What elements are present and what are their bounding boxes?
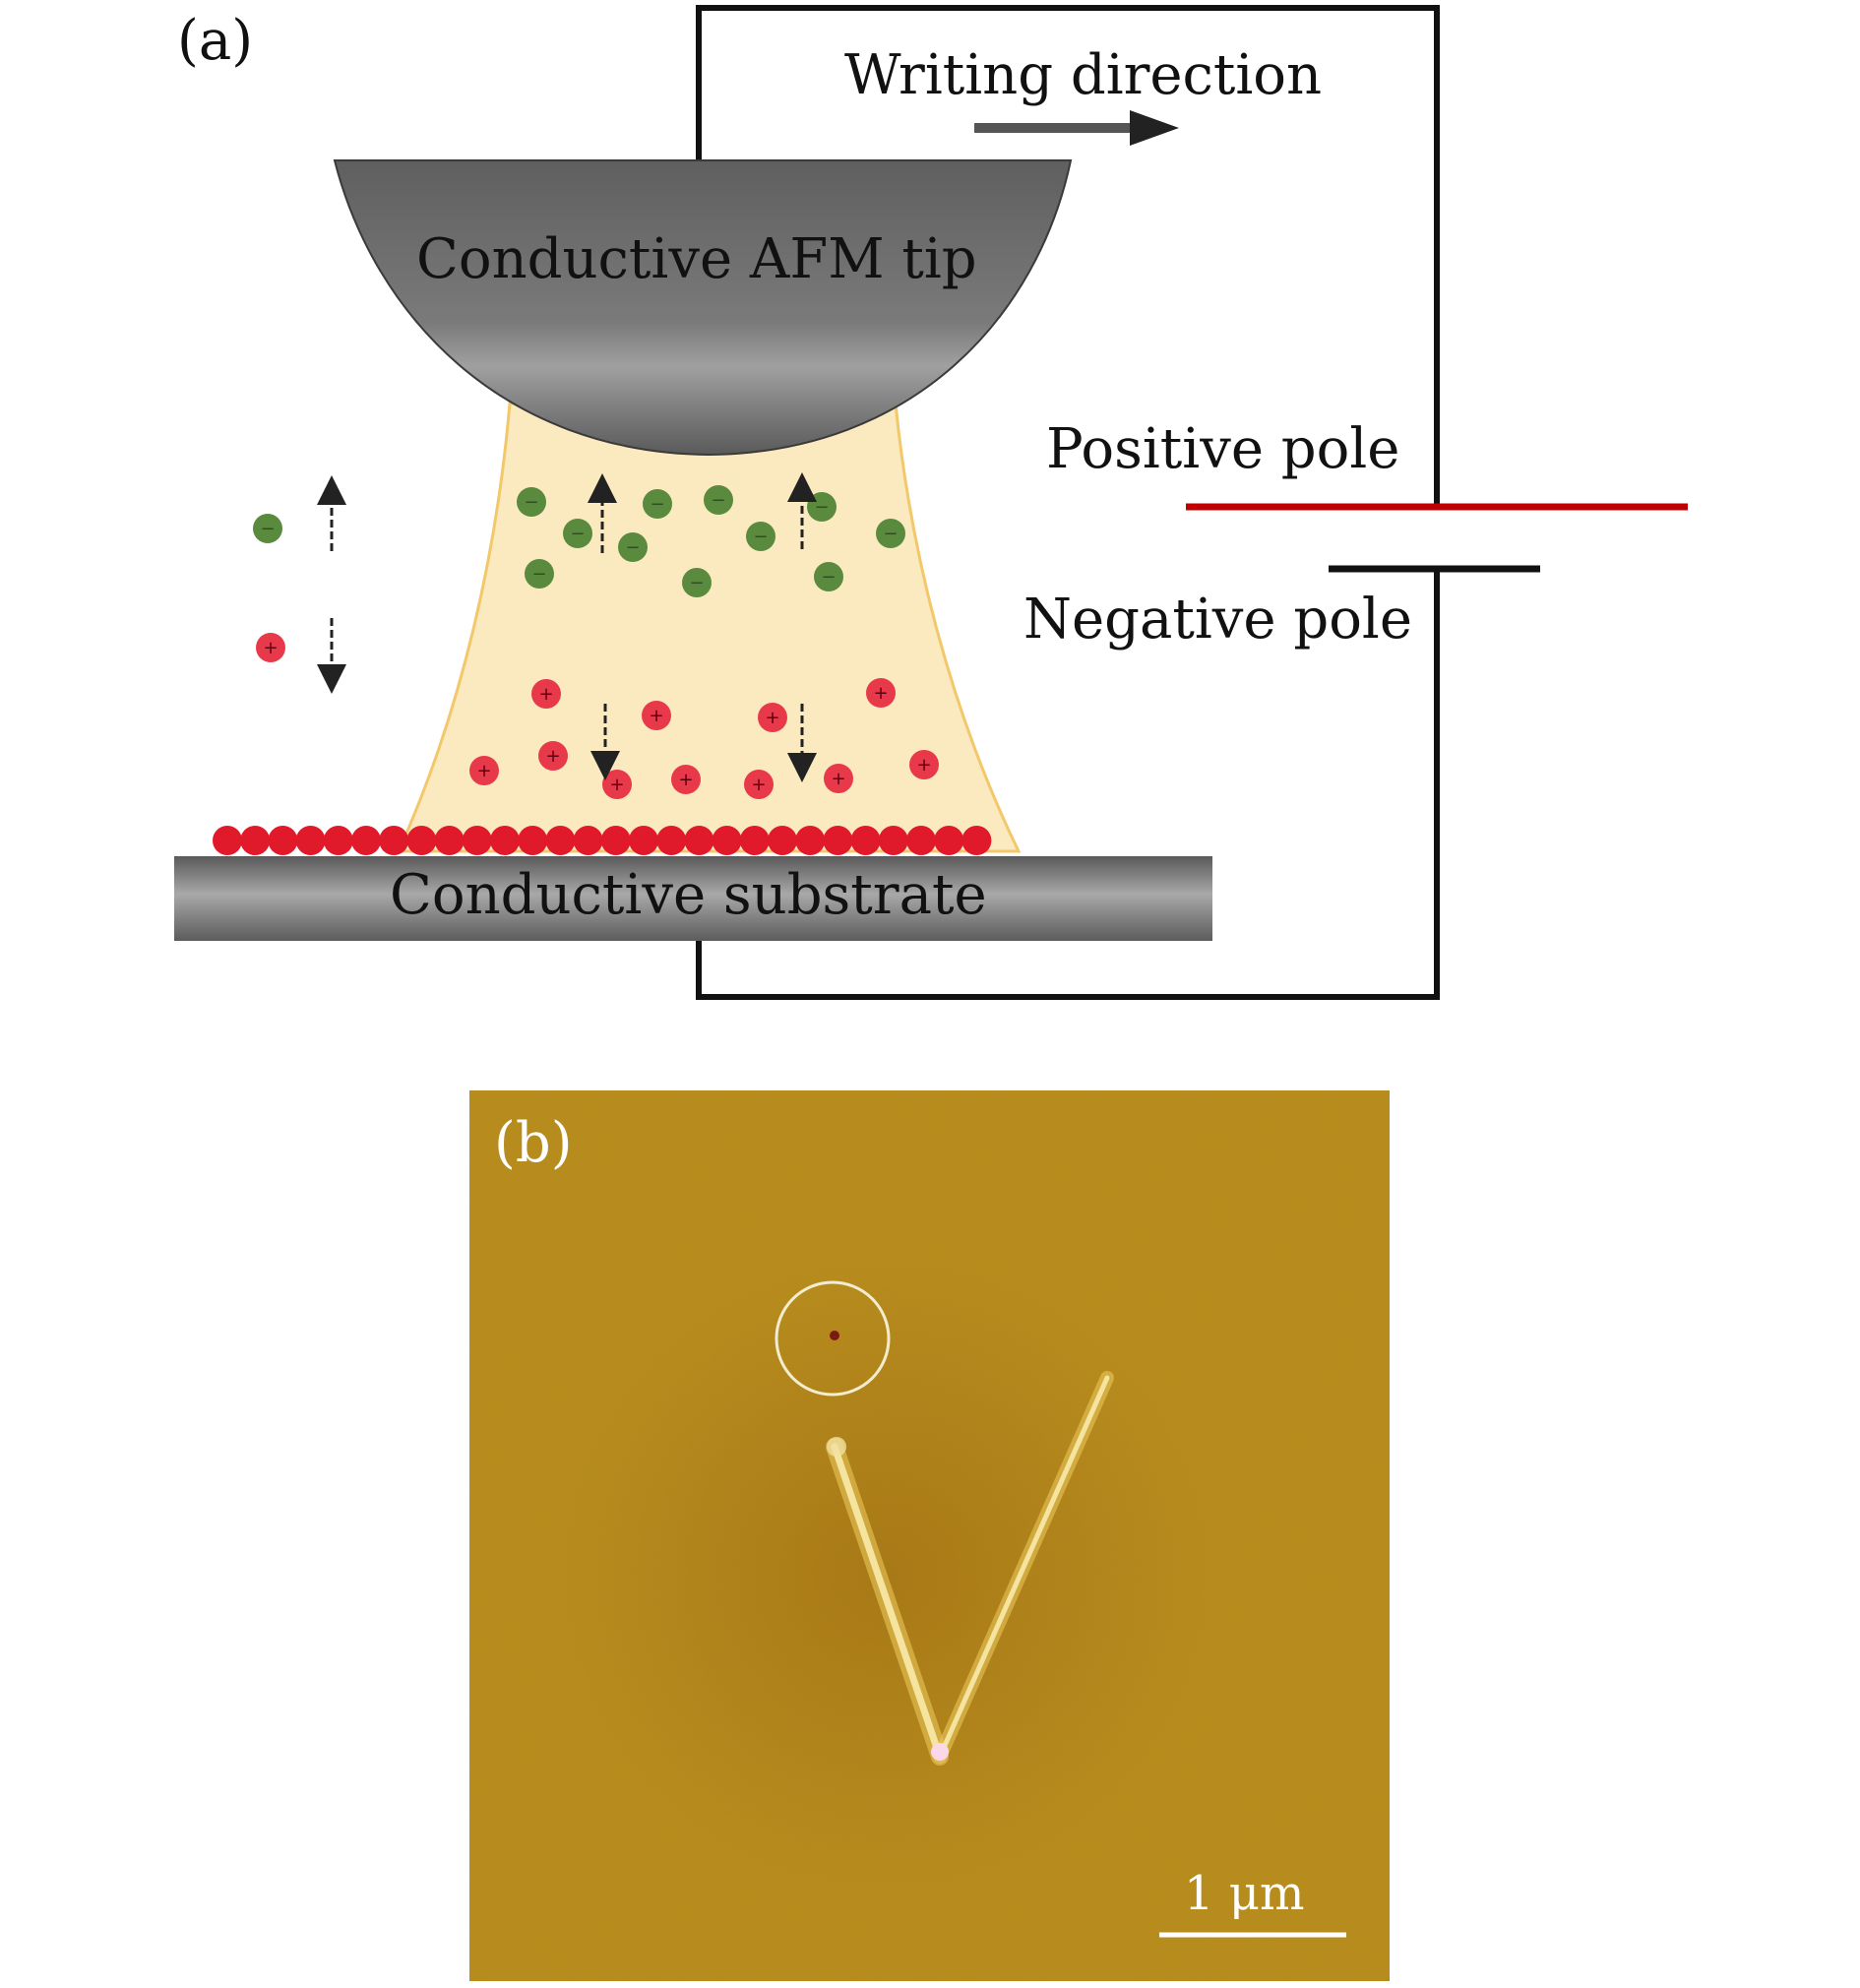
svg-text:+: + <box>678 770 693 790</box>
svg-text:−: − <box>260 519 275 539</box>
deposited-cation <box>712 826 742 855</box>
ion-drift-arrows <box>317 472 817 782</box>
deposited-cation <box>213 826 242 855</box>
deposited-cation <box>545 826 576 855</box>
deposited-cation <box>795 826 826 855</box>
svg-text:+: + <box>545 746 560 767</box>
svg-text:+: + <box>765 708 779 728</box>
deposited-cation <box>961 826 992 855</box>
svg-text:+: + <box>873 683 888 704</box>
cation-ion: + <box>469 756 499 785</box>
svg-text:−: − <box>883 524 898 544</box>
anion-ion: − <box>253 514 282 543</box>
svg-text:+: + <box>263 638 278 658</box>
positive-pole-label: Positive pole <box>1046 417 1399 481</box>
anion-ion: − <box>517 487 546 517</box>
svg-text:−: − <box>753 527 768 547</box>
deposited-cation <box>656 826 687 855</box>
cation-ion: + <box>642 701 671 730</box>
anion-ion: − <box>876 519 905 548</box>
deposited-cation <box>323 826 353 855</box>
deposited-cation <box>934 826 964 855</box>
svg-text:−: − <box>821 567 836 588</box>
deposited-cation <box>684 826 714 855</box>
cation-ion: + <box>824 764 853 793</box>
conductive-substrate <box>174 856 1212 941</box>
deposited-cation <box>629 826 658 855</box>
svg-text:+: + <box>916 755 931 776</box>
highlight-circle <box>775 1280 891 1397</box>
substrate-label: Conductive substrate <box>390 863 987 927</box>
deposited-cation <box>406 826 437 855</box>
deposited-cation <box>823 826 853 855</box>
panel-b-label: (b) <box>494 1111 573 1175</box>
cation-ion: + <box>531 679 561 709</box>
cation-ion: + <box>671 765 701 794</box>
svg-text:+: + <box>831 769 845 789</box>
svg-text:+: + <box>538 684 553 705</box>
cation-ion: + <box>866 678 896 708</box>
anion-ion: − <box>807 492 837 522</box>
cation-ion: + <box>256 633 285 662</box>
scale-bar-label: 1 μm <box>1184 1866 1305 1921</box>
deposited-cation <box>434 826 465 855</box>
deposited-cation <box>878 826 908 855</box>
circuit-wire <box>696 5 1440 1000</box>
panel-b: (b) 1 μm <box>469 1090 1390 1981</box>
deposited-cation <box>600 826 631 855</box>
particle-dot <box>830 1331 839 1340</box>
tip-label: Conductive AFM tip <box>416 227 977 291</box>
deposited-cation-layer <box>213 826 992 855</box>
svg-text:−: − <box>531 564 546 585</box>
deposited-cation <box>379 826 409 855</box>
svg-text:−: − <box>814 497 829 518</box>
deposited-cation <box>240 826 271 855</box>
deposited-cation <box>490 826 520 855</box>
anion-ion: − <box>563 519 592 548</box>
anion-ion: − <box>704 485 733 515</box>
svg-text:+: + <box>649 706 663 726</box>
deposited-cation <box>768 826 797 855</box>
anion-ion: − <box>643 489 672 519</box>
svg-text:−: − <box>524 492 538 513</box>
cation-ion: + <box>909 750 939 779</box>
panel-a: (a) Writing direction Positive pole Nega… <box>174 5 1688 1000</box>
anion-ion: − <box>618 532 648 562</box>
water-meniscus <box>396 402 1022 853</box>
anion-ion: − <box>814 562 843 591</box>
afm-tip <box>333 159 1073 457</box>
deposited-cation <box>906 826 936 855</box>
cation-ion: + <box>744 770 774 799</box>
svg-text:−: − <box>625 537 640 558</box>
svg-text:−: − <box>689 573 704 593</box>
svg-text:−: − <box>711 490 725 511</box>
deposited-cation <box>850 826 881 855</box>
deposited-cation <box>268 826 298 855</box>
deposited-cation <box>351 826 381 855</box>
panel-a-label: (a) <box>177 9 253 73</box>
negative-pole-label: Negative pole <box>1023 588 1412 652</box>
deposited-cation <box>739 826 770 855</box>
svg-text:−: − <box>650 494 664 515</box>
ions: − + − − − − − − − − − − − + + + + + + + + + + + <box>253 485 939 799</box>
deposited-cation <box>518 826 548 855</box>
svg-text:+: + <box>476 761 491 781</box>
anion-ion: − <box>525 559 554 589</box>
writing-direction-arrow <box>974 110 1179 146</box>
deposited-cation <box>573 826 603 855</box>
cation-ion: + <box>758 703 787 732</box>
cation-ion: + <box>602 770 632 799</box>
written-v-pattern <box>826 1371 1114 1766</box>
svg-text:+: + <box>609 775 624 795</box>
anion-ion: − <box>682 568 712 597</box>
deposited-cation <box>295 826 326 855</box>
anion-ion: − <box>746 522 775 551</box>
svg-text:−: − <box>570 524 585 544</box>
svg-text:+: + <box>751 775 766 795</box>
writing-direction-label: Writing direction <box>844 43 1322 107</box>
deposited-cation <box>462 826 492 855</box>
cation-ion: + <box>538 741 568 771</box>
